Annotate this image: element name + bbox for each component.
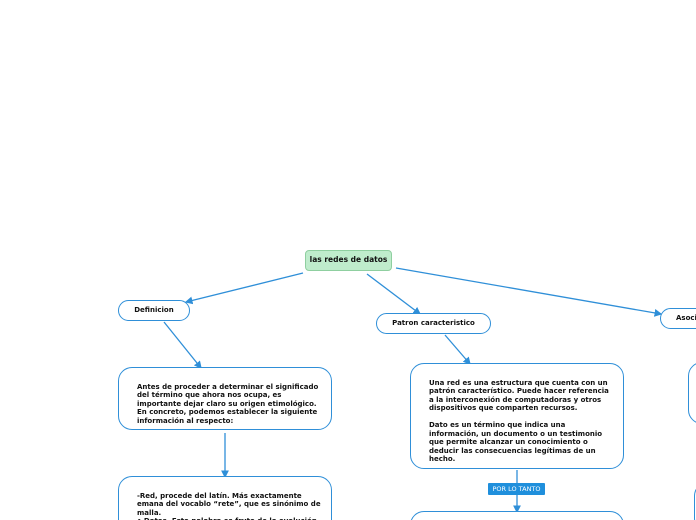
por-lo-tanto-text: POR LO TANTO (492, 485, 541, 493)
edge-patron-text (444, 334, 471, 365)
edge-root-asociacion (395, 267, 663, 317)
node-asociacion-child[interactable] (688, 362, 696, 424)
node-asociacion[interactable]: Asoci (660, 308, 696, 329)
root-node[interactable]: las redes de datos (305, 250, 392, 271)
node-patron-text[interactable]: Una red es una estructura que cuenta con… (410, 363, 624, 469)
node-patron-label: Patron caracteristico (392, 319, 475, 328)
node-patron-next[interactable] (410, 511, 624, 520)
node-etimologia-text[interactable]: -Red, procede del latín. Más exactamente… (118, 476, 332, 520)
node-definicion[interactable]: Definicion (118, 300, 190, 321)
link-label-por-lo-tanto: POR LO TANTO (488, 483, 545, 495)
node-asociacion-label: Asoci (676, 314, 696, 323)
node-patron-caracteristico[interactable]: Patron caracteristico (376, 313, 491, 334)
etimologia-text: -Red, procede del latín. Más exactamente… (137, 491, 321, 520)
edge-definicion-text (163, 321, 202, 370)
edge-root-patron (366, 273, 422, 315)
node-definicion-label: Definicion (134, 306, 174, 315)
node-definicion-text[interactable]: Antes de proceder a determinar el signif… (118, 367, 332, 430)
root-label: las redes de datos (309, 255, 388, 265)
definicion-text: Antes de proceder a determinar el signif… (137, 382, 319, 425)
edge-root-definicion (184, 272, 304, 305)
patron-text: Una red es una estructura que cuenta con… (429, 378, 609, 464)
